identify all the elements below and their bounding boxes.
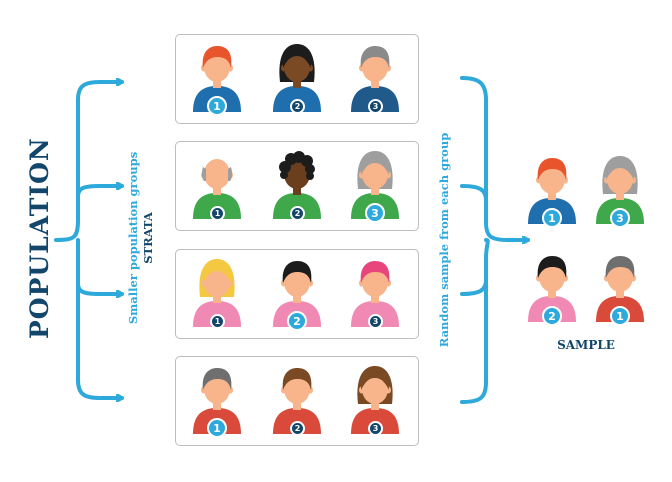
group-number-badge: 3 — [368, 314, 383, 329]
group-number-badge: 1 — [542, 208, 562, 228]
stratum-3-person-3: 3 — [345, 253, 405, 329]
sample-brace — [460, 76, 510, 242]
sample-person-3: 2 — [522, 248, 582, 326]
stratum-3-person-2: 2 — [267, 253, 327, 331]
strata-label-line2: STRATA — [141, 212, 155, 264]
group-number-badge: 3 — [610, 208, 630, 228]
person-icon — [273, 151, 321, 219]
random-sample-label: Random sample from each group — [437, 132, 451, 348]
group-number-badge: 1 — [210, 206, 225, 221]
stratum-2-person-1: 1 — [187, 145, 247, 221]
person-icon — [351, 151, 399, 219]
stratum-1-person-1: 1 — [187, 38, 247, 116]
group-number-badge: 2 — [542, 306, 562, 326]
group-number-badge: 2 — [290, 421, 305, 436]
stratum-4-person-3: 3 — [345, 360, 405, 436]
population-label: POPULATION — [25, 137, 54, 339]
person-icon — [193, 368, 241, 434]
person-icon — [193, 259, 241, 327]
sample-person-2: 3 — [590, 150, 650, 228]
stratum-4-person-2: 2 — [267, 360, 327, 436]
arrow-to-stratum-2 — [76, 186, 124, 198]
sample-person-4: 1 — [590, 248, 650, 326]
stratum-1-person-2: 2 — [267, 38, 327, 114]
group-number-badge: 1 — [610, 306, 630, 326]
person-icon — [273, 44, 321, 112]
strata-label-line1: Smaller population groups — [126, 151, 140, 325]
group-number-badge: 3 — [368, 421, 383, 436]
arrow-to-stratum-3 — [76, 282, 124, 294]
group-number-badge: 1 — [207, 96, 227, 116]
group-number-badge: 3 — [365, 203, 385, 223]
stratum-1-person-3: 3 — [345, 38, 405, 114]
stratum-2-person-2: 2 — [267, 145, 327, 221]
population-brace — [54, 80, 102, 242]
person-icon — [528, 158, 576, 224]
person-icon — [351, 261, 399, 327]
group-number-badge: 3 — [368, 99, 383, 114]
group-number-badge: 2 — [287, 311, 307, 331]
sample-person-1: 1 — [522, 150, 582, 228]
group-number-badge: 1 — [210, 314, 225, 329]
group-number-badge: 2 — [290, 206, 305, 221]
stratum-4-person-1: 1 — [187, 360, 247, 438]
stratum-3-person-1: 1 — [187, 253, 247, 329]
group-number-badge: 2 — [290, 99, 305, 114]
strata-label: Smaller population groups STRATA — [126, 118, 166, 358]
person-icon — [351, 366, 399, 434]
stratum-2-person-3: 3 — [345, 145, 405, 223]
sample-label: SAMPLE — [557, 338, 615, 352]
group-number-badge: 1 — [207, 418, 227, 438]
